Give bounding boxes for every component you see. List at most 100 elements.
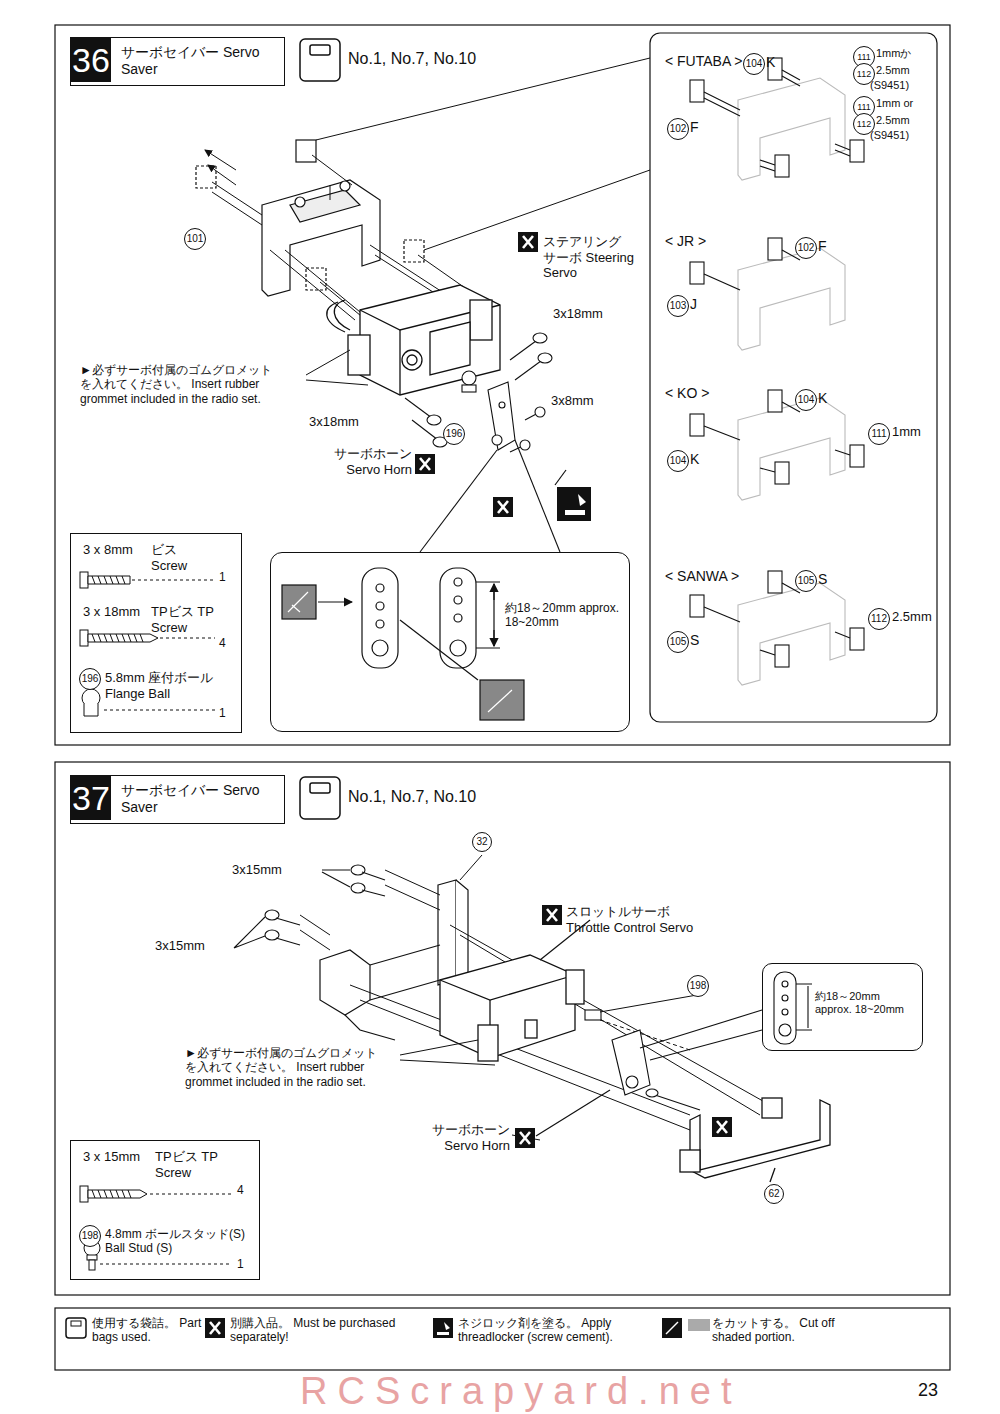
drawing-part [440,975,575,1000]
drawing-part [433,1318,453,1338]
drawing-part [835,450,850,455]
node-text: 5.8mm 座付ボール Flange Ball [105,670,237,701]
part-name: サーボホーン Servo Horn [326,446,412,477]
drawing-part [88,576,130,584]
drawing-part [80,1186,88,1202]
drawing-part [768,238,782,260]
drawing-part [585,1010,601,1020]
watermark: RCScrapyard.net [300,1372,720,1410]
drawing-part [450,640,466,656]
legend-text: ネジロック剤を塗る。 Apply threadlocker (screw cem… [458,1316,658,1345]
part-name: サーボホーン Servo Horn [424,1122,510,1153]
drawing-part [538,353,552,363]
drawing-part [399,330,400,395]
drawing-part [362,872,385,880]
dimension: 3x18mm [309,414,369,430]
node-text: ビス Screw [151,542,213,573]
guide-lines-37 [300,870,770,1130]
parts-list: 3 x 15mmTPビス TP Screw41984.8mm ボールスタッド(S… [70,1140,260,1280]
drawing-part [565,494,586,515]
drawing-part [655,1095,700,1110]
drawing-part [533,333,547,343]
callout-number: 104 [795,389,817,411]
drawing-part [760,468,775,472]
drawing-part [438,880,456,985]
node-text: 1 [219,570,233,584]
drawing-part [208,165,236,185]
step-number: 37 [71,776,111,820]
drawing-part [376,620,384,628]
drawing-part [350,925,770,1130]
leader [460,855,482,880]
leader [600,995,697,1012]
node-text: S [690,632,704,649]
drawing-part [796,984,812,1030]
drawing-part [704,607,740,622]
drawing-part [850,445,864,467]
drawing-part [310,783,330,793]
callout-number: 102 [795,237,817,259]
drawing-part [454,614,462,622]
drawing-part [542,905,562,925]
drawing-part [488,690,512,712]
callout-number: 196 [79,668,101,690]
screws-37 [234,865,385,948]
drawing-part [666,1322,678,1334]
node-text: K [690,451,704,468]
drawing-part [738,583,845,685]
drawing-part [662,1318,682,1338]
drawing-part [762,1098,782,1118]
page-number: 23 [918,1380,958,1402]
legend-text: 別購入品。 Must be purchased separately! [230,1316,420,1345]
node-text: サーボセイバー Servo Saver [121,782,281,816]
drawing-part [71,1321,81,1326]
drawing-part [454,578,462,586]
dimension: 3x8mm [551,393,611,409]
drawing-part [690,262,704,284]
horn-detail-36 [282,568,524,720]
callout-number: 105 [667,631,689,653]
drawing-part [370,945,440,1000]
drawing-part [493,584,494,600]
drawing-part [782,1009,788,1015]
drawing-part [650,1030,762,1060]
callout-number: 103 [667,295,689,317]
node-text: (S9451) [870,129,930,142]
node-text: F [818,238,832,255]
drawing-part [150,1194,232,1195]
drawing-part [454,596,462,604]
guide-lines-36 [205,58,650,330]
drawing-part [835,144,850,156]
drawing-part [462,371,476,385]
drawing-part [372,640,388,656]
dimension: 3x18mm [553,306,613,322]
node-text: < KO > [665,385,745,402]
drawing-part [775,155,789,177]
drawing-part [404,240,424,262]
part-name: ステアリング サーボ Steering Servo [543,234,647,281]
drawing-part [92,576,125,584]
drawing-part [205,1318,225,1338]
node-text: 4.8mm ボールスタッド(S) Ball Stud (S) [105,1227,255,1256]
drawing-part [362,568,398,668]
callout-number: 32 [472,832,492,852]
servo-saver-mount-36 [196,140,424,296]
drawing-part [316,58,650,250]
drawing-part [768,390,782,412]
node-text: J [690,296,704,313]
drawing-part [612,1030,650,1095]
drawing-part [290,190,360,222]
drawing-part [327,300,350,332]
drawing-part [55,25,950,745]
drawing-part [89,1260,95,1270]
steering-servo [327,285,500,395]
drawing-part [850,140,864,162]
drawing-part [80,572,88,588]
node-text: 4 [219,636,233,650]
drawing-part [774,972,796,1044]
leader [536,1090,610,1136]
callout-number: 198 [687,975,709,997]
drawing-part [415,454,435,474]
drawing-part [775,462,789,484]
